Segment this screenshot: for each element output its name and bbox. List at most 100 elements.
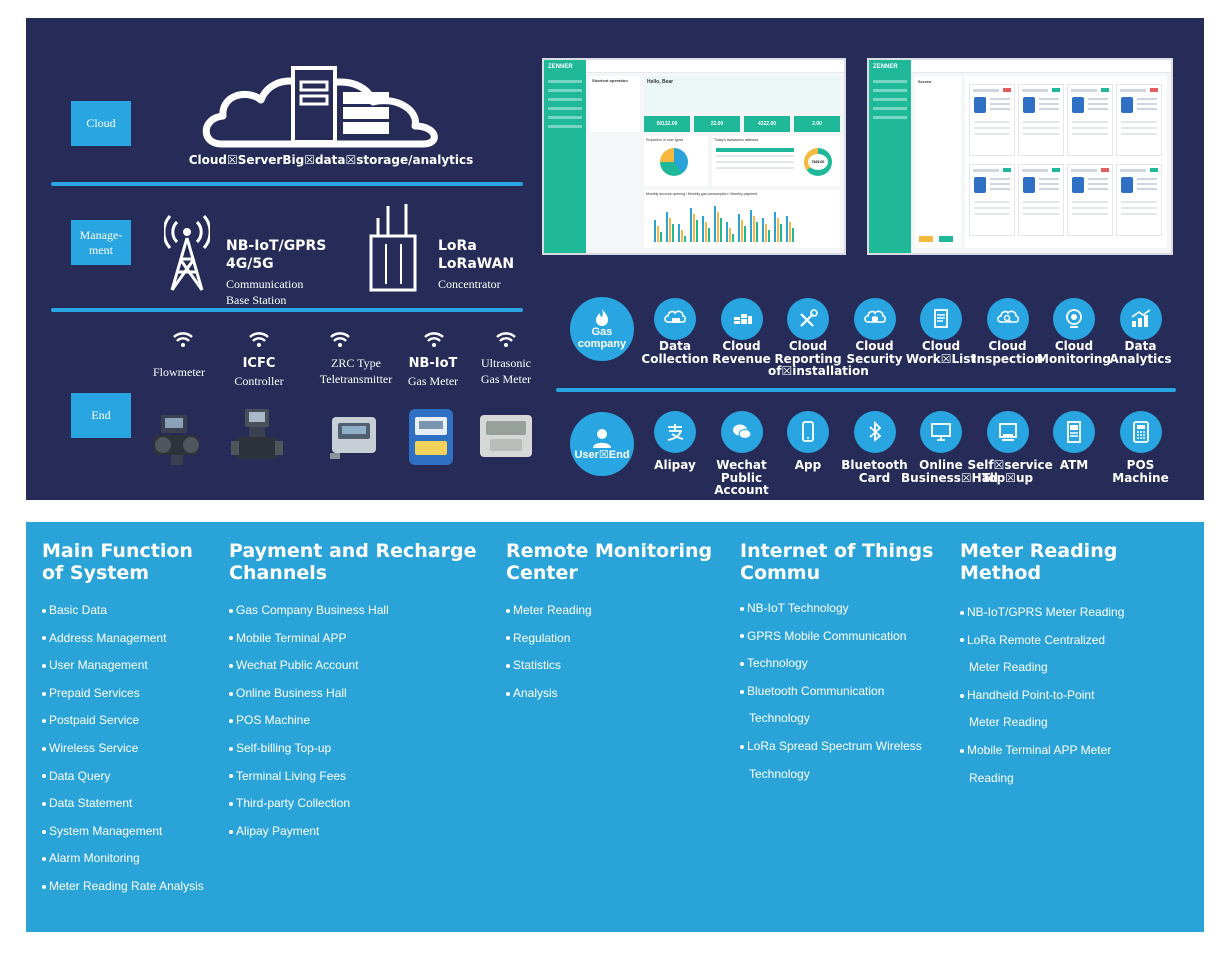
device-image xyxy=(480,415,532,457)
list-item: Prepaid Services xyxy=(42,686,140,700)
meter-card xyxy=(1116,84,1162,156)
mini-bar xyxy=(741,220,743,242)
list-item-text: Technology xyxy=(749,766,810,781)
mini-bar xyxy=(789,222,791,242)
meter-card xyxy=(1067,84,1113,156)
monitor-icon xyxy=(931,423,951,441)
meter-card xyxy=(1067,164,1113,236)
dashboard-stat-3: 4122.00 xyxy=(744,116,790,132)
antenna-tower-icon xyxy=(164,215,210,291)
bullet-icon xyxy=(740,606,744,611)
list-item: Third-party Collection xyxy=(229,796,350,810)
device-subtitle: Flowmeter xyxy=(153,365,205,379)
channel-node xyxy=(787,411,829,453)
channel-node xyxy=(1053,411,1095,453)
user-end-node: User☒End xyxy=(570,412,634,476)
chart-growth-icon xyxy=(1131,309,1150,327)
atm-icon xyxy=(1067,421,1081,443)
list-item: Meter Reading xyxy=(506,603,592,617)
document-icon xyxy=(934,309,948,328)
service-node xyxy=(787,298,829,340)
device-subtitle: Controller xyxy=(234,373,284,388)
channel-label: Self☒service Top☒up xyxy=(967,458,1053,485)
dashboard-bar-chart xyxy=(654,206,794,242)
mini-bar xyxy=(672,224,674,242)
wifi-icon xyxy=(330,332,350,347)
dashboard-table-title: Today's transaction statistics xyxy=(714,138,759,142)
bullet-icon xyxy=(740,662,744,667)
lorawan-label: LoRaWAN xyxy=(438,256,515,273)
mini-bar xyxy=(726,222,728,242)
dashboard-stat-2: 22.00 xyxy=(694,116,740,132)
bullet-icon xyxy=(960,610,964,615)
meter-card xyxy=(1018,164,1064,236)
service-node xyxy=(986,298,1029,340)
bullet-icon xyxy=(229,746,233,751)
device-title: ICFC xyxy=(242,356,276,371)
wifi-icon xyxy=(249,332,269,347)
mini-bar xyxy=(786,216,788,242)
list-item-text: Meter Reading xyxy=(969,660,1048,675)
device-subtitle: Gas Meter xyxy=(480,372,532,387)
list-item: Statistics xyxy=(506,658,561,672)
webcam-icon xyxy=(1066,309,1082,328)
meter-panel-title: Screen xyxy=(918,79,932,84)
mini-bar xyxy=(738,214,740,242)
mini-bar xyxy=(708,228,710,242)
channel-label: POS Machine xyxy=(1112,458,1169,485)
channel-node xyxy=(920,411,962,453)
mini-bar xyxy=(774,212,776,242)
tier-management-label: Manage- ment xyxy=(71,220,131,265)
mini-bar xyxy=(696,220,698,242)
list-item-text: Basic Data xyxy=(49,603,108,617)
pos-icon xyxy=(1132,421,1149,443)
service-label: Cloud Monitoring xyxy=(1037,339,1111,366)
mini-bar xyxy=(669,218,671,242)
list-item-text: Statistics xyxy=(513,658,562,673)
list-item-text: Technology xyxy=(749,711,810,726)
list-item: Meter Reading xyxy=(960,660,1048,674)
meter-card xyxy=(1116,164,1162,236)
list-item-text: Wireless Service xyxy=(49,741,139,755)
wechat-icon xyxy=(732,424,751,439)
cloud-shield-icon xyxy=(863,310,886,323)
bullet-icon xyxy=(229,719,233,724)
channel-label: App xyxy=(794,458,822,472)
list-item: LoRa Spread Spectrum Wireless xyxy=(740,739,922,753)
bullet-icon xyxy=(42,719,46,724)
service-node xyxy=(720,298,763,340)
list-item: Regulation xyxy=(506,631,570,645)
mini-bar xyxy=(762,218,764,242)
mini-bar xyxy=(780,224,782,242)
list-item-text: Handheld Point-to-Point xyxy=(967,687,1095,702)
channel-label: Online Business☒Hall xyxy=(901,458,999,485)
bullet-icon xyxy=(740,744,744,749)
list-item-text: Data Statement xyxy=(49,796,133,811)
service-node xyxy=(1119,298,1162,340)
service-label: Cloud Work☒List xyxy=(905,339,977,366)
list-item: Alipay Payment xyxy=(229,824,319,838)
list-item-text: Analysis xyxy=(513,685,558,700)
cloud-search-icon xyxy=(996,310,1019,323)
service-node xyxy=(654,298,696,340)
list-item-text: User Management xyxy=(49,658,148,673)
bullet-icon xyxy=(229,829,233,834)
service-node xyxy=(853,298,896,340)
mini-bar xyxy=(750,210,752,242)
list-item-text: Meter Reading Rate Analysis xyxy=(49,879,204,893)
list-item: Handheld Point-to-Point xyxy=(960,688,1094,702)
meter-card xyxy=(969,164,1015,236)
list-item-text: System Management xyxy=(49,823,163,838)
bullet-icon xyxy=(42,664,46,669)
bullet-icon xyxy=(42,691,46,696)
user-end-label: User☒End xyxy=(574,448,630,461)
device-label: ICFC Controller xyxy=(219,355,299,389)
dashboard-sidebar: ZENNER xyxy=(544,60,586,253)
mini-bar xyxy=(705,222,707,242)
cloud-server-icon xyxy=(202,66,438,148)
mini-bar xyxy=(657,226,659,242)
gas-company-label: Gas company xyxy=(577,325,627,350)
list-item: Reading xyxy=(960,771,1014,785)
